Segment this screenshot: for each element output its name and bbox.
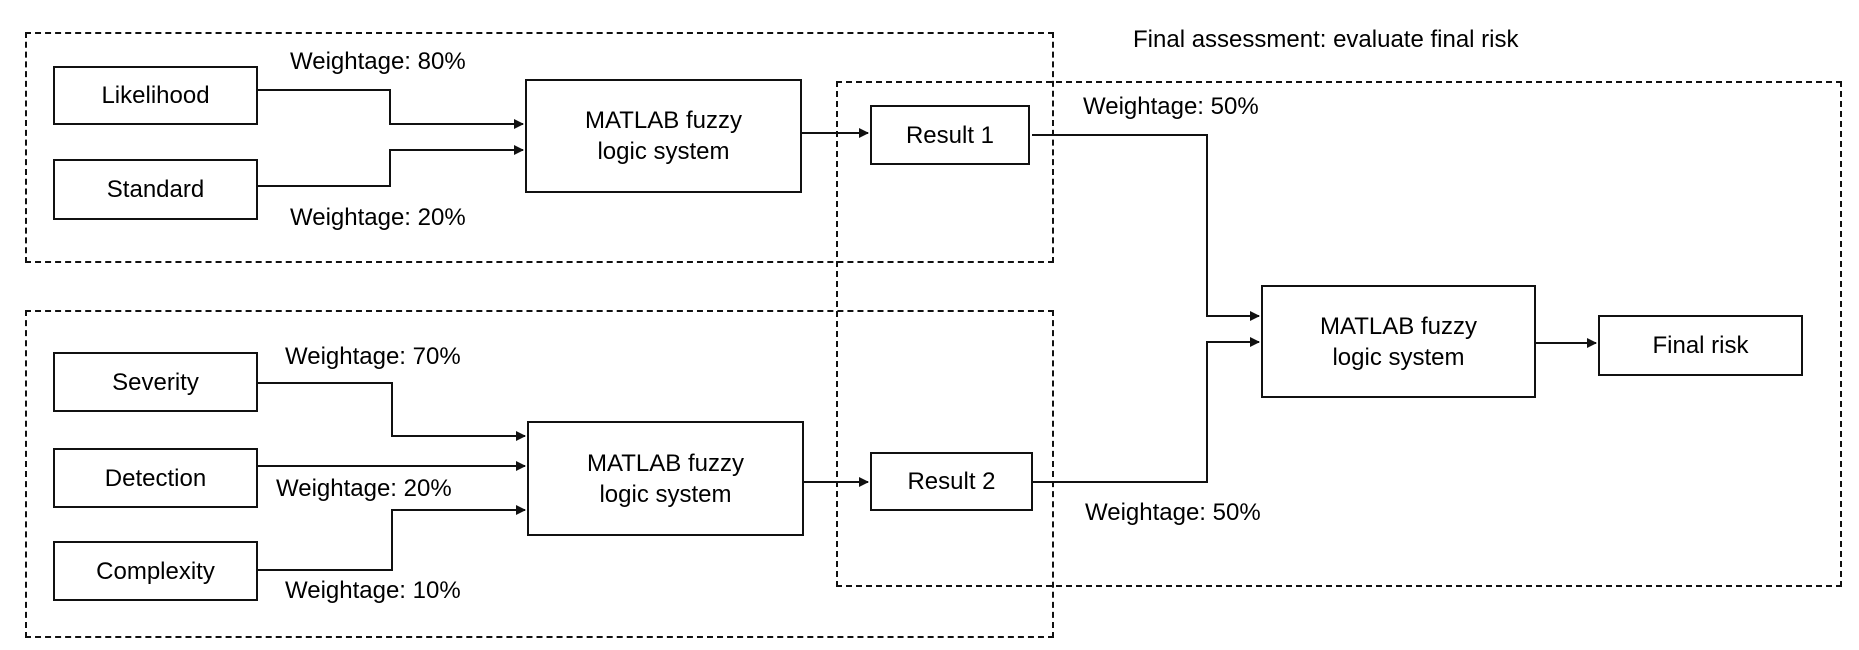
group-box-likelihood-standard [25,32,1054,263]
edge-severity-to-fuzzy-2 [257,382,526,441]
group-box-final-assessment [836,81,1842,587]
node-detection: Detection [53,448,258,508]
edge-complexity-to-fuzzy-2 [257,505,526,571]
edge-likelihood-to-fuzzy-1 [257,89,524,129]
weight-label-severity: Weightage: 70% [285,343,461,370]
final-assessment-title: Final assessment: evaluate final risk [1133,26,1519,53]
edge-result-2-to-fuzzy-final [1032,337,1260,483]
weight-label-complexity: Weightage: 10% [285,577,461,604]
weight-label-likelihood: Weightage: 80% [290,48,466,75]
node-standard: Standard [53,159,258,220]
node-fuzzy-system-2: MATLAB fuzzy logic system [527,421,804,536]
weight-label-detection: Weightage: 20% [276,475,452,502]
edge-result-1-to-fuzzy-final [1032,134,1260,321]
node-complexity: Complexity [53,541,258,601]
node-fuzzy-system-1: MATLAB fuzzy logic system [525,79,802,193]
weight-label-result-1: Weightage: 50% [1083,93,1259,120]
node-fuzzy-system-final: MATLAB fuzzy logic system [1261,285,1536,398]
weight-label-standard: Weightage: 20% [290,204,466,231]
node-likelihood: Likelihood [53,66,258,125]
node-severity: Severity [53,352,258,412]
weight-label-result-2: Weightage: 50% [1085,499,1261,526]
edge-standard-to-fuzzy-1 [257,145,524,187]
node-result-2: Result 2 [870,452,1033,511]
group-box-severity-detection-complexity [25,310,1054,638]
node-result-1: Result 1 [870,105,1030,165]
node-final-risk: Final risk [1598,315,1803,376]
